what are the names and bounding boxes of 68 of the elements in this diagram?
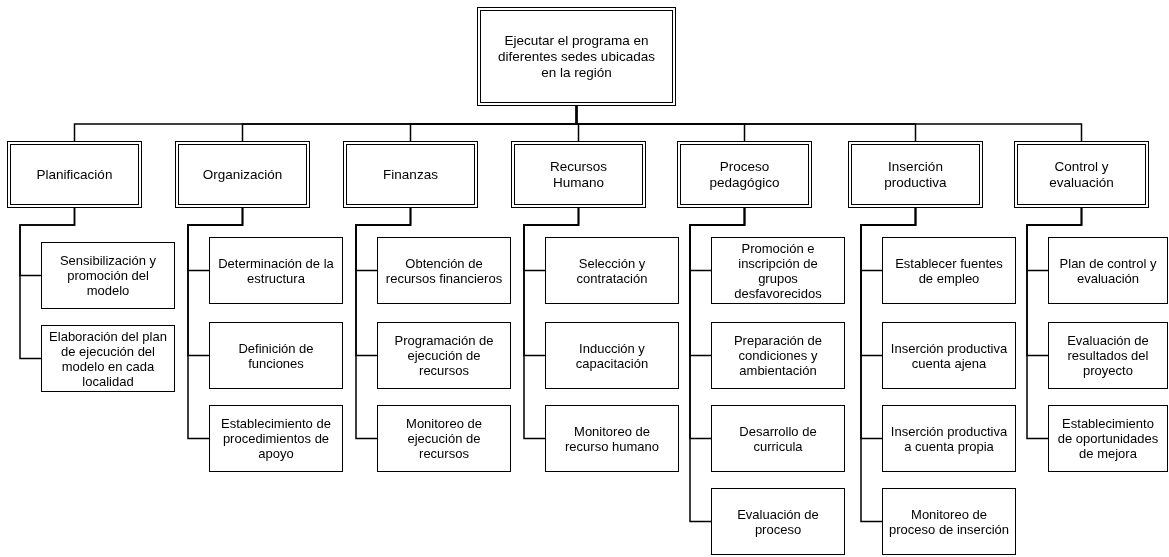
connector-line	[689, 207, 746, 523]
box-label: Inserción productiva	[883, 158, 948, 191]
box-label: Proceso pedagógico	[708, 158, 781, 191]
task-box	[711, 322, 845, 389]
task-box	[545, 237, 679, 304]
task-box	[545, 322, 679, 389]
task-box	[209, 237, 343, 304]
connector-line	[19, 207, 76, 360]
task-box	[882, 322, 1016, 389]
box-label: Finanzas	[382, 166, 439, 183]
box-label: Elaboración del plan de ejecución del modelo en cada localidad	[48, 328, 168, 389]
category-box	[1014, 141, 1149, 208]
task-box	[41, 325, 175, 392]
box-label: Inducción y capacitación	[574, 340, 650, 371]
box-label: Recursos Humano	[549, 158, 608, 191]
root-box	[477, 7, 676, 106]
box-label: Preparación de condiciones y ambientación	[732, 333, 824, 378]
connector-line	[575, 105, 1083, 142]
task-box	[711, 237, 845, 304]
task-box	[882, 488, 1016, 555]
box-label: Programación de ejecución de recursos	[393, 333, 495, 378]
box-label: Ejecutar el programa en diferentes sedes ubicadas en la región	[497, 32, 656, 81]
task-box	[1048, 322, 1168, 389]
task-box	[377, 322, 511, 389]
category-box	[511, 141, 646, 208]
category-box	[848, 141, 983, 208]
task-box	[1048, 237, 1168, 304]
task-box	[209, 322, 343, 389]
box-label: Planificación	[35, 166, 114, 183]
box-label: Definición de funciones	[237, 340, 315, 371]
connector-line	[860, 207, 917, 523]
connector-line	[355, 207, 412, 440]
task-box	[545, 405, 679, 472]
box-label: Inserción productiva cuenta ajena	[889, 340, 1009, 371]
box-label: Determinación de la estructura	[217, 255, 335, 286]
box-label: Selección y contratación	[575, 255, 649, 286]
task-box	[711, 405, 845, 472]
task-box	[882, 405, 1016, 472]
category-box	[175, 141, 310, 208]
connector-line	[523, 207, 580, 440]
connector-line	[1026, 207, 1083, 440]
box-label: Inserción productiva a cuenta propia	[889, 423, 1009, 454]
box-label: Establecimiento de oportunidades de mejora	[1056, 416, 1160, 461]
task-box	[1048, 405, 1168, 472]
task-box	[209, 405, 343, 472]
task-box	[377, 405, 511, 472]
box-label: Monitoreo de recurso humano	[564, 423, 660, 454]
box-label: Sensibilización y promoción del modelo	[58, 253, 158, 298]
category-box	[677, 141, 812, 208]
box-label: Establecimiento de procedimientos de apoyo	[220, 416, 332, 461]
task-box	[41, 242, 175, 309]
connector-line	[187, 207, 244, 440]
box-label: Promoción e inscripción de grupos desfavorecidos	[733, 240, 823, 301]
box-label: Obtención de recursos financieros	[384, 255, 504, 286]
box-label: Desarrollo de curricula	[738, 423, 818, 454]
box-label: Control y evaluación	[1048, 158, 1115, 191]
box-label: Establecer fuentes de empleo	[894, 255, 1004, 286]
category-box	[343, 141, 478, 208]
task-box	[711, 488, 845, 555]
box-label: Plan de control y evaluación	[1058, 255, 1158, 286]
box-label: Evaluación de resultados del proyecto	[1066, 333, 1150, 378]
category-box	[7, 141, 142, 208]
box-label: Monitoreo de proceso de inserción	[888, 506, 1010, 537]
box-label: Monitoreo de ejecución de recursos	[405, 416, 483, 461]
box-label: Organización	[201, 166, 284, 183]
task-box	[882, 237, 1016, 304]
task-box	[377, 237, 511, 304]
box-label: Evaluación de proceso	[736, 506, 820, 537]
